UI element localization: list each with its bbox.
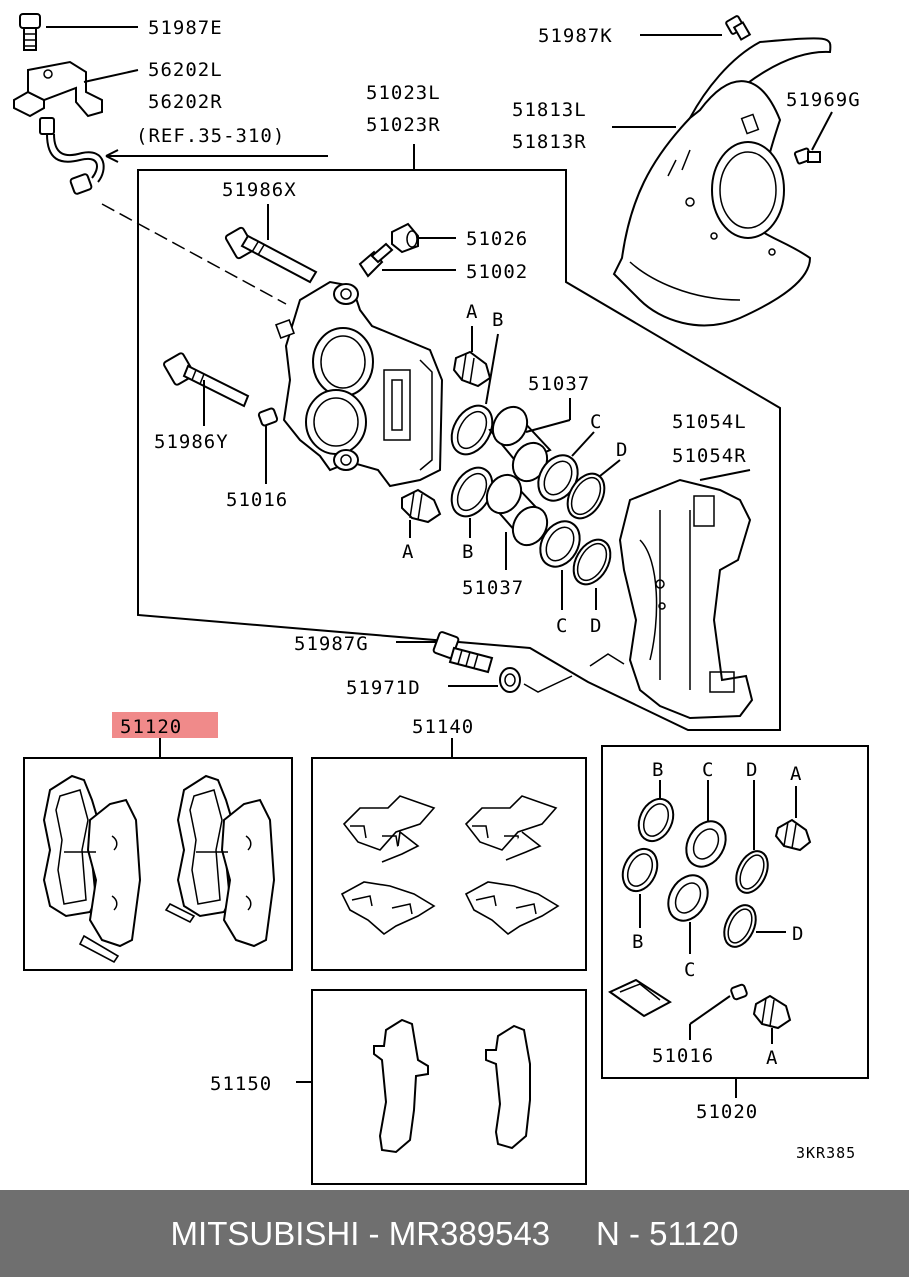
anti-rattle-clips [340,795,560,936]
bleeder-cap-51026 [391,222,419,254]
label-51986X: 51986X [222,179,297,201]
label-51054L: 51054L [672,411,747,433]
label-51140: 51140 [412,716,474,738]
kit-label-D-upper: D [746,759,758,781]
bleeder-bolt-51987E [19,13,41,51]
label-D-upper: D [616,439,628,461]
label-51987G: 51987G [294,633,369,655]
label-51987E: 51987E [148,17,223,39]
kit-sleeve-51016 [730,983,748,1001]
label-51037-lower: 51037 [462,577,524,599]
bolt-51987K [725,15,752,41]
clip-set-51140-box [311,757,587,971]
footer-part-info: MITSUBISHI - MR389543 N - 51120 [170,1215,739,1252]
brake-hose [39,117,105,195]
kit-label-51016: 51016 [652,1045,714,1067]
label-D-lower: D [590,615,602,637]
brake-pad-right-pair [164,774,276,948]
boot-A-lower [401,488,442,524]
brake-pad-left-pair [42,774,142,964]
diagram-code: 3KR385 [796,1144,856,1162]
parts-diagram: 51987E 56202L 56202R (REF.35-310) 51023L… [13,13,869,1185]
bolt-51987G [432,631,494,674]
label-51969G: 51969G [786,89,861,111]
kit-label-C-lower: C [684,959,696,981]
kit-ring-D-upper [735,850,769,894]
label-51986Y: 51986Y [154,431,229,453]
label-56202L: 56202L [148,59,223,81]
highlight-51120 [112,712,218,738]
shim-right [485,1024,531,1150]
dust-shield-51813 [612,37,832,327]
kit-label-D-lower: D [792,923,804,945]
label-51054R: 51054R [672,445,747,467]
label-51813R: 51813R [512,131,587,153]
pad-set-51120-box [23,757,293,971]
label-51020: 51020 [696,1101,758,1123]
boot-C-lower [539,520,581,568]
shim-left [373,1018,429,1154]
guide-pin-51986X [224,226,318,284]
kit-grease-pack [608,978,672,1018]
seal-B-lower [450,466,494,518]
kit-seal-B-lower [621,847,659,893]
washer-51971D [499,667,521,693]
label-C-lower: C [556,615,568,637]
label-56202R: 56202R [148,91,223,113]
label-B-lower: B [462,541,474,563]
kit-boot-A-lower [752,994,792,1030]
kit-label-B-upper: B [652,759,664,781]
caliper-body [275,280,444,488]
label-51150: 51150 [210,1073,272,1095]
ring-D-upper [566,472,606,520]
piston-51037-lower [485,473,549,547]
kit-ring-D-lower [723,904,757,948]
kit-boot-C-lower [667,874,709,922]
label-51813L: 51813L [512,99,587,121]
kit-label-A-lower: A [766,1047,778,1069]
label-51971D: 51971D [346,677,421,699]
kit-label-B-lower: B [632,931,644,953]
label-51987K: 51987K [538,25,613,47]
shim-set-51150-box [311,989,587,1185]
kit-seal-B-upper [637,797,675,843]
boot-A-upper [452,350,492,388]
guide-pin-51986Y [163,352,250,408]
piston-51037-upper [488,405,552,483]
label-51002: 51002 [466,261,528,283]
label-51023L: 51023L [366,82,441,104]
footer-bar [0,1190,909,1277]
label-51120: 51120 [120,716,182,738]
caliper-support-51054 [618,478,754,720]
label-C-upper: C [590,411,602,433]
kit-label-A-upper: A [790,763,802,785]
bolt-51969G [793,147,821,165]
label-51016-upper: 51016 [226,489,288,511]
label-51026: 51026 [466,228,528,250]
label-A-lower: A [402,541,414,563]
label-51037-upper: 51037 [528,373,590,395]
sleeve-51016 [257,407,279,427]
label-A-upper: A [466,301,478,323]
bleeder-screw-51002 [358,242,394,278]
label-ref-35-310: (REF.35-310) [136,125,285,147]
kit-boot-C-upper [685,820,727,868]
kit-label-C-upper: C [702,759,714,781]
ring-D-lower [572,538,612,586]
seal-B-upper [450,404,494,456]
hose-bracket-56202 [13,60,103,118]
label-B-upper: B [492,309,504,331]
kit-boot-A-upper [774,818,812,852]
label-51023R: 51023R [366,114,441,136]
caliper-assembly-frame [137,169,781,731]
